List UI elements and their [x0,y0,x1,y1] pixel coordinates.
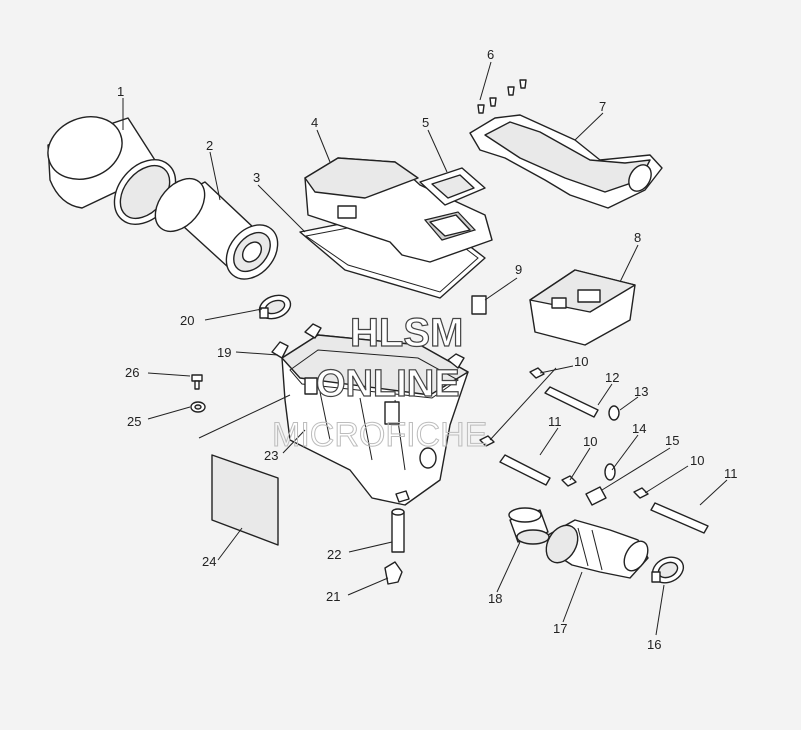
part-7-intake-duct [469,114,663,209]
callout-11-b: 11 [724,466,738,481]
part-22-drain-tube [391,508,405,553]
callout-9: 9 [515,262,522,277]
callout-labels: 1 2 3 4 5 6 7 8 9 10 10 10 11 11 12 13 1… [117,47,738,652]
part-2-filter-element [154,177,279,280]
callout-14: 14 [632,421,646,436]
callout-17: 17 [553,621,567,636]
callout-12: 12 [605,370,619,385]
part-20-hose-clamp [258,294,292,320]
callout-13: 13 [634,384,648,399]
callout-10-a: 10 [574,354,588,369]
part-19-latches [271,323,465,369]
callout-2: 2 [206,138,213,153]
part-18-sleeve [508,507,550,545]
callout-6: 6 [487,47,494,62]
part-21-fitting [384,561,403,585]
part-17-intake-boot [545,519,649,579]
callout-18: 18 [488,591,502,606]
callout-24: 24 [202,554,216,569]
callout-7: 7 [599,99,606,114]
callout-4: 4 [311,115,318,130]
part-14-clamp [604,463,616,481]
part-23-airbox-body [281,334,469,506]
callout-20: 20 [180,313,194,328]
callout-15: 15 [665,433,679,448]
callout-10-c: 10 [690,453,704,468]
callout-22: 22 [327,547,341,562]
part-5-access-panel [419,167,486,206]
part-12-pipe [544,386,599,418]
watermark: HLSM ONLINE MICROFICHE [272,310,488,454]
part-4-airbox-lid [304,157,493,263]
watermark-line-3: MICROFICHE [272,416,487,454]
callout-25: 25 [127,414,141,429]
part-24-filter-sheet [211,454,279,546]
callout-3: 3 [253,170,260,185]
callout-21: 21 [326,589,340,604]
callout-16: 16 [647,637,661,652]
part-26-screw [191,374,203,390]
callout-5: 5 [422,115,429,130]
callout-23: 23 [264,448,278,463]
part-25-washer [190,401,206,413]
leader-lines [122,61,728,636]
watermark-line-2: ONLINE [316,363,460,405]
callout-26: 26 [125,365,139,380]
callout-11-a: 11 [548,414,562,429]
part-8-foam-block [529,269,636,346]
part-6-screws [477,79,527,114]
callout-19: 19 [217,345,231,360]
part-9-clip [471,295,487,315]
watermark-line-1: HLSM [350,311,463,355]
part-11-tubes [499,454,709,534]
callout-8: 8 [634,230,641,245]
part-10-plugs [479,367,649,499]
part-16-large-clamp [651,556,685,584]
part-13-small-clamp [608,405,620,421]
callout-10-b: 10 [583,434,597,449]
part-15-connector [585,486,607,506]
callout-1: 1 [117,84,124,99]
